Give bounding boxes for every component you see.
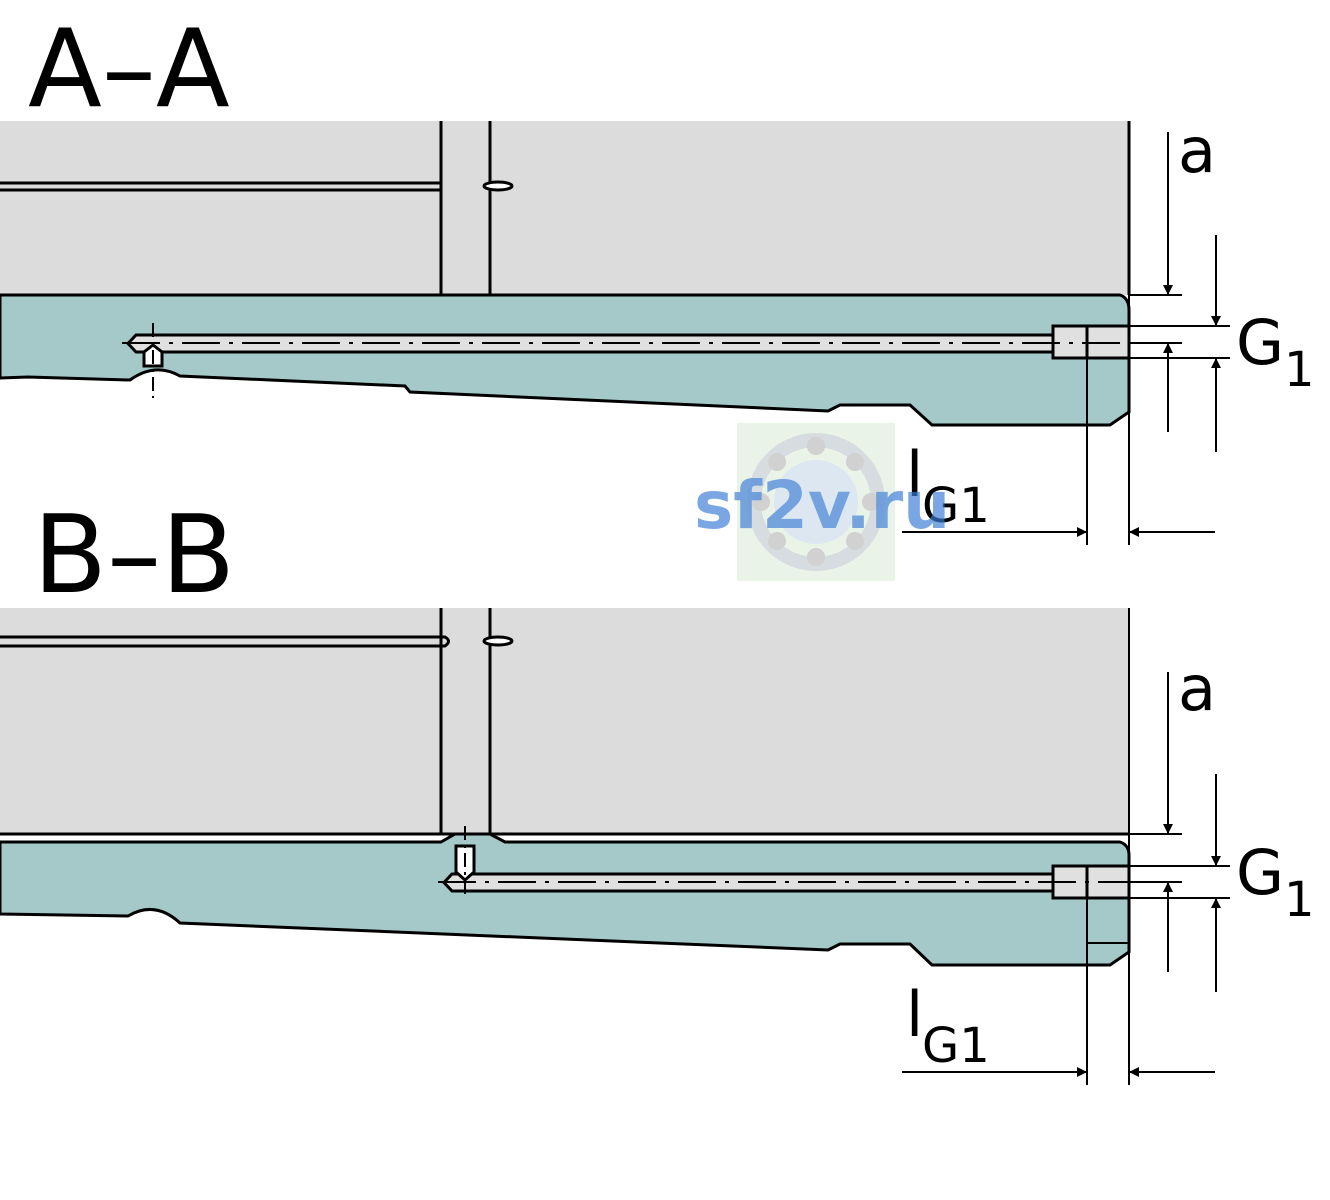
section-title-b-b: B–B (33, 493, 235, 618)
carriage-body (0, 832, 1131, 967)
bearing-inner-icon (774, 460, 858, 544)
carriage-body (0, 293, 1131, 427)
dim-g-label: G (1236, 306, 1284, 379)
bearing-balls-icon (752, 437, 880, 566)
dim-l-subscript: G1 (922, 478, 990, 534)
section-a-a: A–A a G 1 l G1 (0, 7, 1315, 545)
housing-groove-line (0, 635, 450, 648)
housing-body (0, 121, 1129, 295)
housing-bolt-slot (439, 121, 492, 307)
watermark: sf2v.ru (694, 423, 950, 581)
housing-body (0, 608, 1129, 834)
dim-g-subscript: 1 (1284, 342, 1315, 398)
housing-oil-hole (482, 180, 514, 192)
section-b-b: B–B a G 1 (0, 493, 1315, 1085)
dim-g-label: G (1236, 836, 1284, 909)
housing-oil-hole (482, 635, 514, 647)
dim-g-subscript: 1 (1284, 872, 1315, 928)
dim-l-subscript: G1 (922, 1018, 990, 1074)
dim-a-label: a (1178, 652, 1216, 725)
section-title-a-a: A–A (28, 7, 230, 132)
dim-l-label: l (906, 978, 923, 1051)
dim-l-label: l (906, 438, 923, 511)
watermark-text: sf2v.ru (694, 467, 950, 544)
dim-a-label: a (1178, 114, 1216, 187)
